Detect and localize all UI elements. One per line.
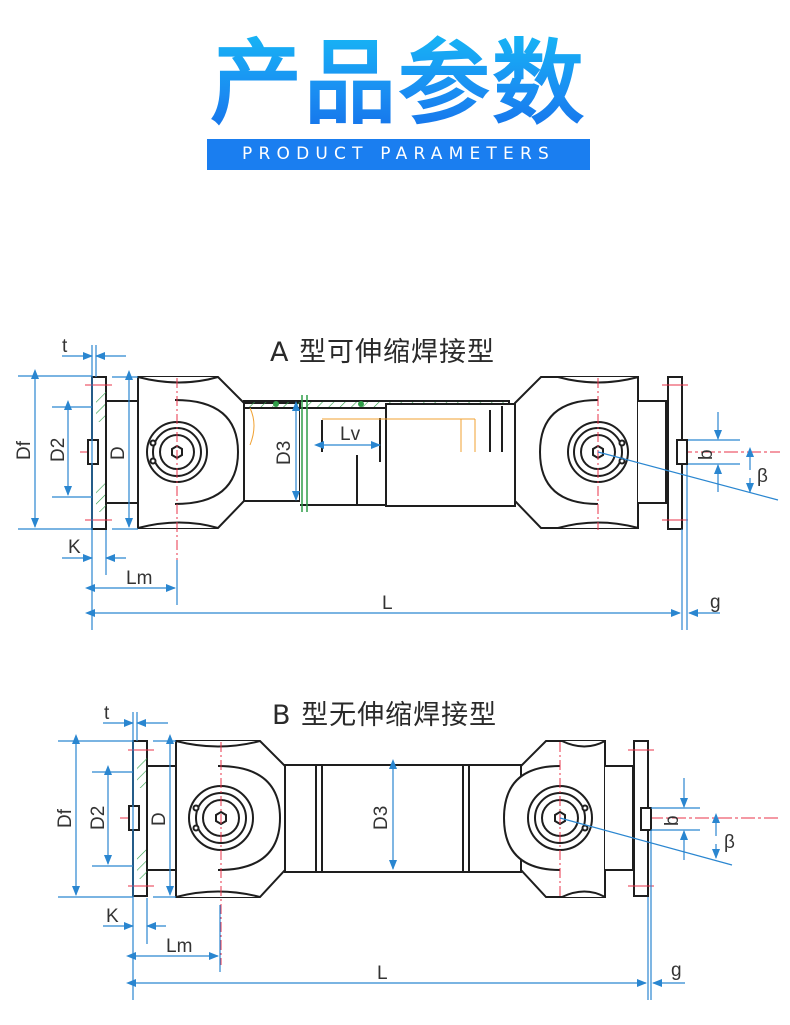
right-yoke-a	[514, 376, 667, 529]
label-d3-b: D3	[371, 806, 392, 830]
label-d-a: D	[108, 446, 129, 460]
label-beta-b: β	[724, 832, 735, 853]
label-lm-a: Lm	[126, 568, 152, 589]
dimensions-a	[18, 345, 779, 630]
label-lm-b: Lm	[166, 936, 192, 957]
right-yoke-b	[502, 740, 634, 898]
label-b-a: b	[696, 449, 717, 460]
label-k-a: K	[68, 537, 81, 558]
page-title-cn: 产品参数	[209, 30, 586, 137]
weld-tube-b	[284, 764, 522, 873]
label-df-b: Df	[55, 808, 76, 828]
left-yoke-a	[137, 376, 245, 529]
label-t-b: t	[104, 703, 110, 724]
right-flange-a	[667, 376, 688, 530]
label-beta-a: β	[757, 466, 768, 487]
label-l-b: L	[377, 963, 388, 984]
dimensions-b	[58, 712, 733, 1000]
diagram-b: t Df D2 D D3 K Lm L g b β	[55, 703, 780, 1000]
diagram-b-title: B 型无伸缩焊接型	[272, 700, 498, 731]
diagram-a-title: A 型可伸缩焊接型	[270, 337, 496, 368]
label-b-b: b	[662, 815, 683, 826]
telescopic-shaft-a	[243, 400, 516, 507]
left-flange-a	[87, 376, 107, 530]
label-t-a: t	[62, 336, 68, 357]
label-df-a: Df	[14, 440, 35, 460]
label-g-a: g	[710, 592, 721, 613]
right-flange-b	[633, 740, 652, 897]
diagram-a: t Df D2 D D3 Lv K Lm L g b β	[14, 336, 780, 630]
left-yoke-b	[175, 740, 286, 898]
page-title-en-banner: PRODUCT PARAMETERS	[207, 139, 590, 170]
label-lv-a: Lv	[340, 424, 361, 445]
label-g-b: g	[671, 960, 682, 981]
label-d2-a: D2	[48, 438, 69, 462]
label-k-b: K	[106, 906, 119, 927]
left-flange-b	[128, 740, 148, 897]
label-d2-b: D2	[88, 806, 109, 830]
label-l-a: L	[382, 593, 393, 614]
label-d3-a: D3	[274, 441, 295, 465]
label-d-b: D	[149, 812, 170, 826]
